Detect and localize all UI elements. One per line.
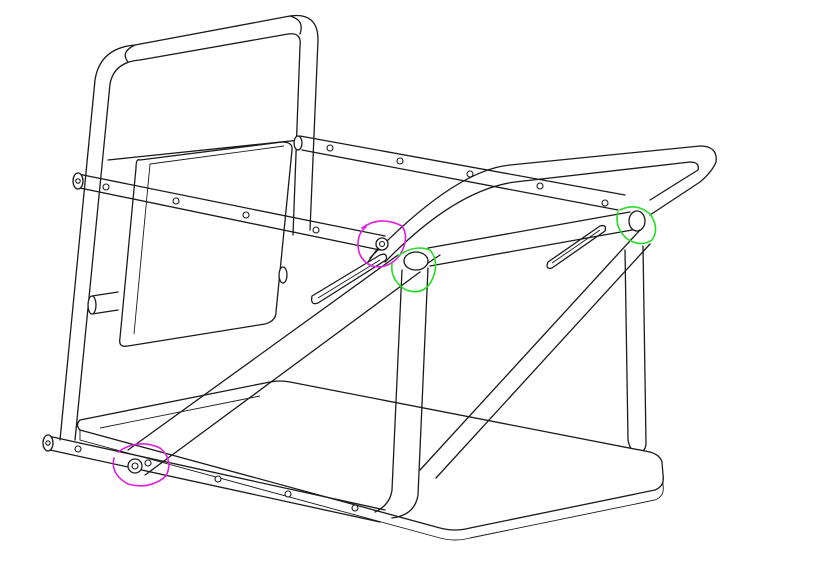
slot-bracket-left: [310, 253, 388, 305]
cushion-crossbar: [107, 135, 303, 161]
pivot-bolt-upper: [367, 237, 389, 263]
annotation-magenta-lower: [112, 443, 170, 487]
side-stub: [87, 266, 288, 315]
annotation-green-center: [390, 247, 437, 293]
diagonal-brace: [127, 229, 651, 479]
right-rear-upright: [624, 245, 647, 453]
slot-bracket-right: [546, 224, 607, 270]
front-arch-frame: [369, 145, 717, 266]
arch-crossbar: [427, 210, 646, 267]
seat-base-plate: [76, 380, 664, 541]
annotation-green-right: [616, 206, 657, 245]
back-cushion-panel: [119, 141, 293, 347]
rear-top-rail: [299, 135, 626, 211]
front-bottom-rail: [42, 434, 386, 523]
pivot-bolt-lower: [127, 458, 143, 474]
backrest-u-frame: [59, 14, 319, 441]
upper-crossbar: [72, 172, 386, 251]
arch-upright: [374, 251, 429, 519]
annotation-magenta-upper: [357, 220, 407, 268]
